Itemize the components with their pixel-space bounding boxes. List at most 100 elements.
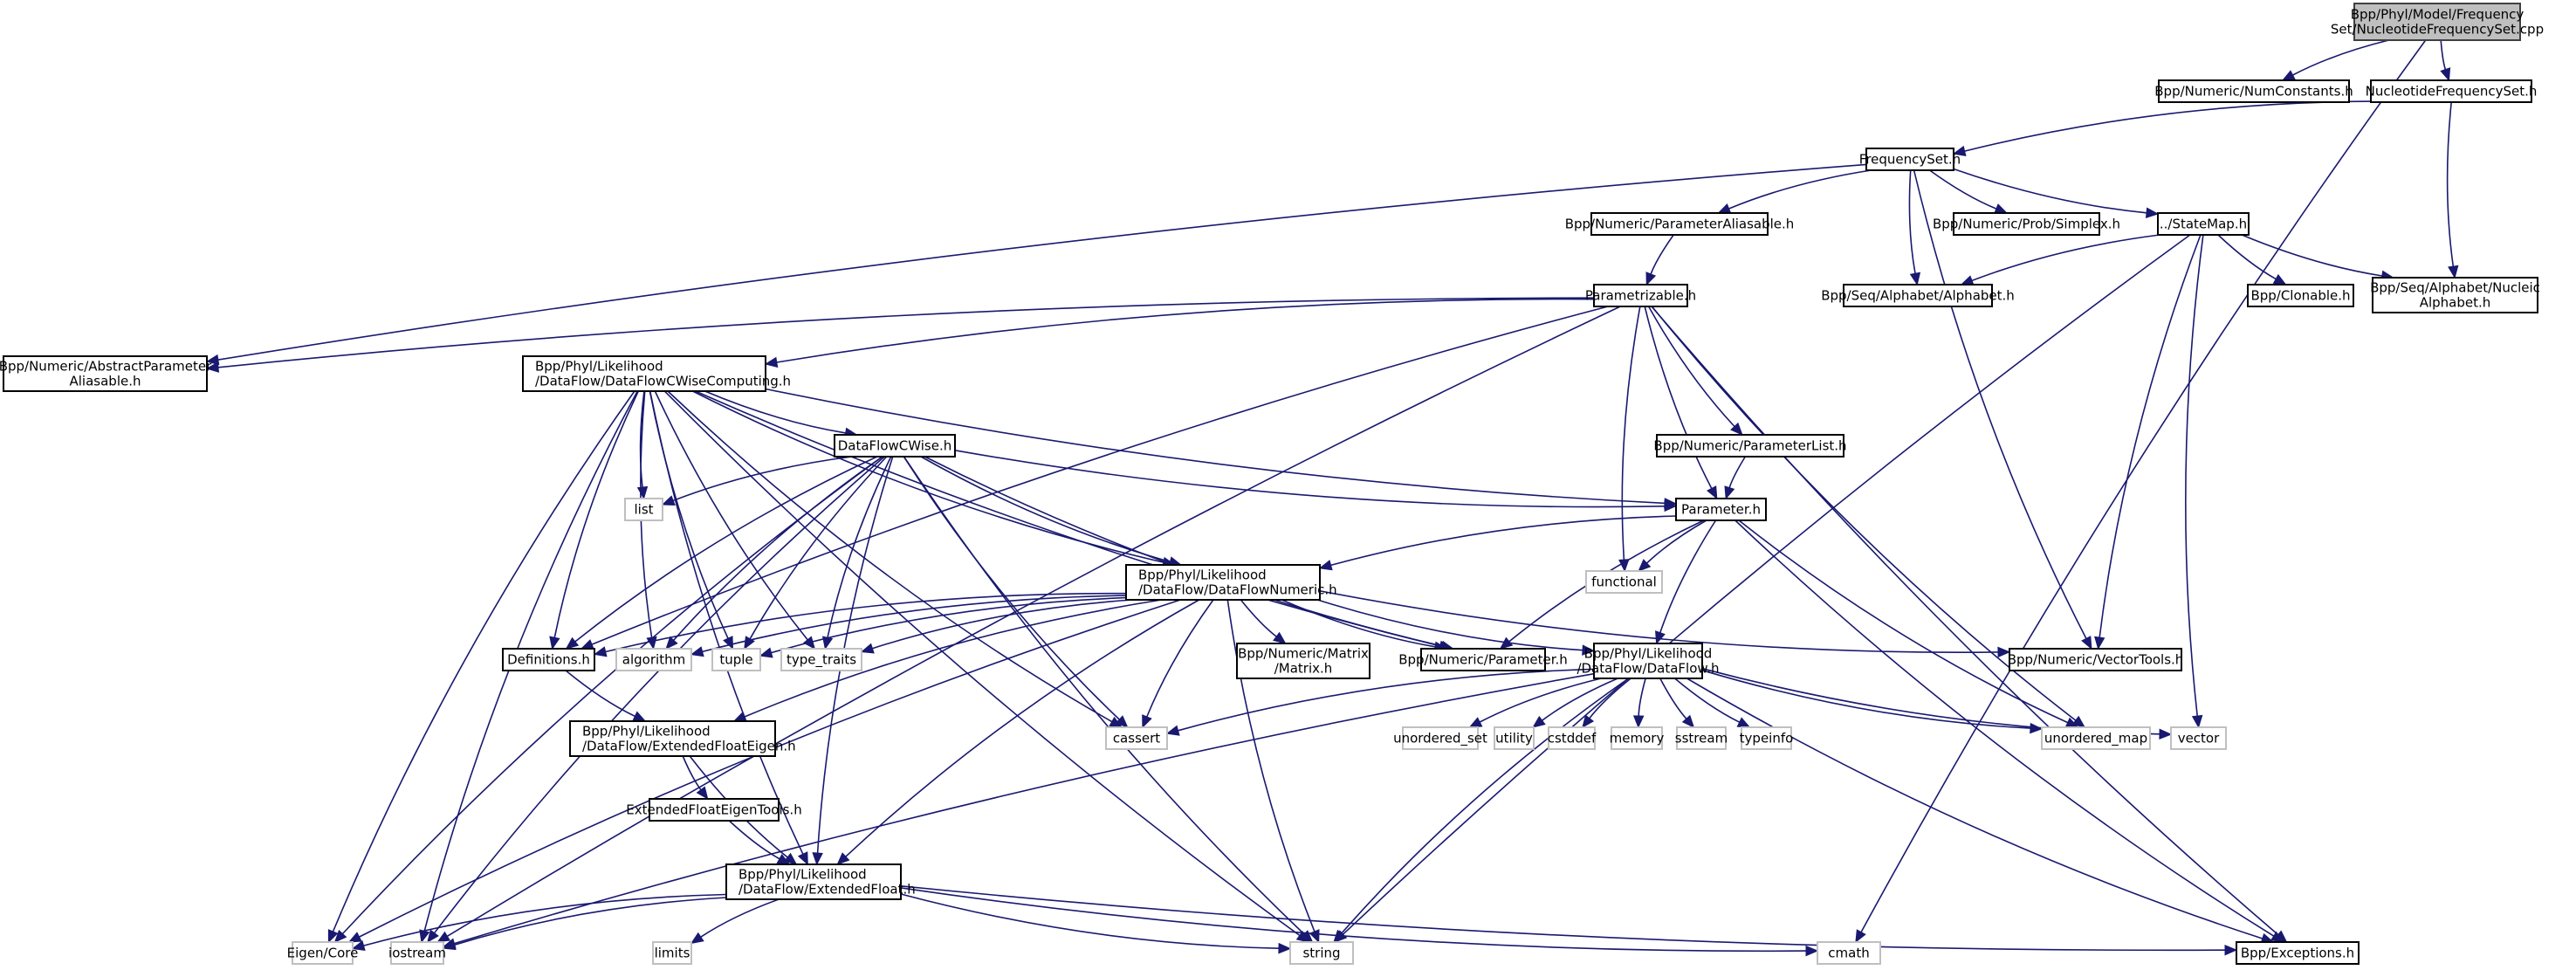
node-label: tuple	[719, 652, 752, 668]
node-box	[2247, 284, 2354, 307]
edge-line	[1343, 234, 2191, 935]
node-label: unordered_map	[2044, 731, 2147, 747]
node-numconstants[interactable]: Bpp/Numeric/NumConstants.h	[2154, 79, 2353, 103]
arrowhead-icon	[2224, 944, 2238, 956]
node-parametrizable[interactable]: Parametrizable.h	[1585, 284, 1696, 307]
arrowhead-icon	[1952, 145, 1967, 157]
arrowhead-icon	[2270, 931, 2284, 943]
edge-line	[2440, 39, 2447, 70]
node-clonable[interactable]: Bpp/Clonable.h	[2247, 284, 2354, 307]
node-label: algorithm	[622, 652, 685, 668]
node-box	[1865, 148, 1954, 171]
node-box	[2370, 79, 2532, 103]
node-extfloateigen[interactable]: Bpp/Phyl/Likelihood/DataFlow/ExtendedFlo…	[569, 720, 796, 757]
edge-line	[363, 893, 727, 946]
node-freqset[interactable]: FrequencySet.h	[1859, 148, 1961, 171]
edge-dfnumeric-to-dataflow	[1316, 599, 1596, 656]
arrowhead-icon	[436, 931, 451, 943]
node-label: Bpp/Seq/Alphabet/Alphabet.h	[1821, 288, 2015, 304]
node-box	[2170, 726, 2227, 750]
node-box	[2009, 648, 2182, 671]
edge-dataflow-to-unorderedset	[1468, 678, 1602, 728]
node-label: functional	[1591, 574, 1657, 590]
edge-line	[1674, 678, 1741, 723]
node-definitions[interactable]: Definitions.h	[502, 648, 595, 671]
node-extfloat[interactable]: Bpp/Phyl/Likelihood/DataFlow/ExtendedFlo…	[725, 863, 916, 900]
arrowhead-icon	[1582, 644, 1596, 656]
edge-line	[920, 456, 1171, 563]
arrowhead-icon	[1142, 714, 1152, 729]
node-simplex[interactable]: Bpp/Numeric/Prob/Simplex.h	[1933, 212, 2120, 236]
node-box	[1494, 726, 1535, 750]
edge-line	[900, 893, 1280, 949]
edge-line	[1701, 669, 2031, 729]
node-typeinfo: typeinfo	[1740, 726, 1793, 750]
edge-parameter-to-dfnumeric	[1318, 515, 1677, 571]
node-box	[2353, 3, 2521, 41]
edge-dataflow-to-utility	[1532, 678, 1618, 728]
node-root[interactable]: Bpp/Phyl/Model/FrequencySet/NucleotideFr…	[2331, 3, 2544, 41]
node-box	[1420, 648, 1546, 671]
node-statemap[interactable]: ../StateMap.h	[2157, 212, 2250, 236]
node-label: Bpp/Phyl/Likelihood	[1138, 568, 1267, 583]
node-extfloateigentools[interactable]: ExtendedFloatEigenTools.h	[626, 798, 802, 822]
node-dfnumeric[interactable]: Bpp/Phyl/Likelihood/DataFlow/DataFlowNum…	[1125, 564, 1337, 601]
node-label: Set/NucleotideFrequencySet.cpp	[2331, 22, 2544, 38]
edge-line	[565, 670, 635, 718]
edge-dataflow-to-unorderedmap	[1701, 669, 2044, 734]
node-box	[1593, 284, 1688, 307]
edge-line	[1281, 599, 1436, 648]
arrowhead-icon	[1909, 272, 1921, 286]
node-box	[2041, 726, 2151, 750]
arrowhead-icon	[1165, 725, 1180, 736]
node-label: Definitions.h	[507, 652, 590, 668]
node-vectortools[interactable]: Bpp/Numeric/VectorTools.h	[2008, 648, 2184, 671]
arrowhead-icon	[347, 932, 362, 943]
edge-line	[454, 897, 727, 946]
node-box	[649, 798, 780, 822]
arrowhead-icon	[1273, 631, 1287, 644]
edge-dfnumeric-to-typetraits	[860, 599, 1133, 654]
node-nucfreqset[interactable]: NucleotideFrequencySet.h	[2366, 79, 2538, 103]
arrowhead-icon	[1532, 715, 1546, 728]
node-label: FrequencySet.h	[1859, 152, 1961, 168]
edges-layer	[205, 39, 2459, 957]
node-vector: vector	[2170, 726, 2227, 750]
arrowhead-icon	[1994, 203, 2009, 214]
node-dfcwisecomputing[interactable]: Bpp/Phyl/Likelihood/DataFlow/DataFlowCWi…	[522, 355, 791, 392]
node-parameter[interactable]: Parameter.h	[1675, 498, 1767, 521]
edge-statemap-to-alphabet	[1960, 234, 2160, 286]
edge-line	[2099, 234, 2202, 638]
node-numparameter[interactable]: Bpp/Numeric/Parameter.h	[1398, 648, 1568, 671]
node-paramlist[interactable]: Bpp/Numeric/ParameterList.h	[1653, 434, 1847, 457]
edge-line	[2241, 234, 2383, 277]
edge-line	[433, 456, 885, 934]
arrowhead-icon	[2272, 273, 2287, 285]
node-box	[1817, 941, 1881, 965]
node-paramaliasable[interactable]: Bpp/Numeric/ParameterAliasable.h	[1565, 212, 1795, 236]
node-alphabet[interactable]: Bpp/Seq/Alphabet/Alphabet.h	[1821, 284, 2015, 307]
edge-dfcwise-to-list	[661, 456, 852, 506]
node-exceptions[interactable]: Bpp/Exceptions.h	[2236, 941, 2360, 965]
edge-line	[776, 298, 1595, 363]
edge-freqset-to-paramaliasable	[1717, 169, 1872, 214]
edge-line	[1340, 678, 1630, 934]
arrowhead-icon	[580, 639, 594, 650]
node-sstream: sstream	[1675, 726, 1728, 750]
node-label: Bpp/Clonable.h	[2250, 288, 2350, 304]
edge-line	[700, 898, 780, 938]
node-matrix[interactable]: Bpp/Numeric/Matrix/Matrix.h	[1236, 643, 1370, 679]
node-dataflow[interactable]: Bpp/Phyl/Likelihood/DataFlow/DataFlow.h	[1577, 643, 1720, 679]
arrowhead-icon	[1499, 636, 1514, 650]
node-cmath: cmath	[1817, 941, 1881, 965]
node-label: Bpp/Numeric/Matrix	[1238, 646, 1369, 662]
edge-parametrizable-to-exceptions	[1651, 306, 2288, 943]
node-box	[292, 941, 354, 965]
arrowhead-icon	[1318, 560, 1333, 571]
arrowhead-icon	[1706, 485, 1718, 500]
edge-line	[1542, 678, 1618, 721]
node-dfcwise[interactable]: DataFlowCWise.h	[834, 434, 956, 457]
